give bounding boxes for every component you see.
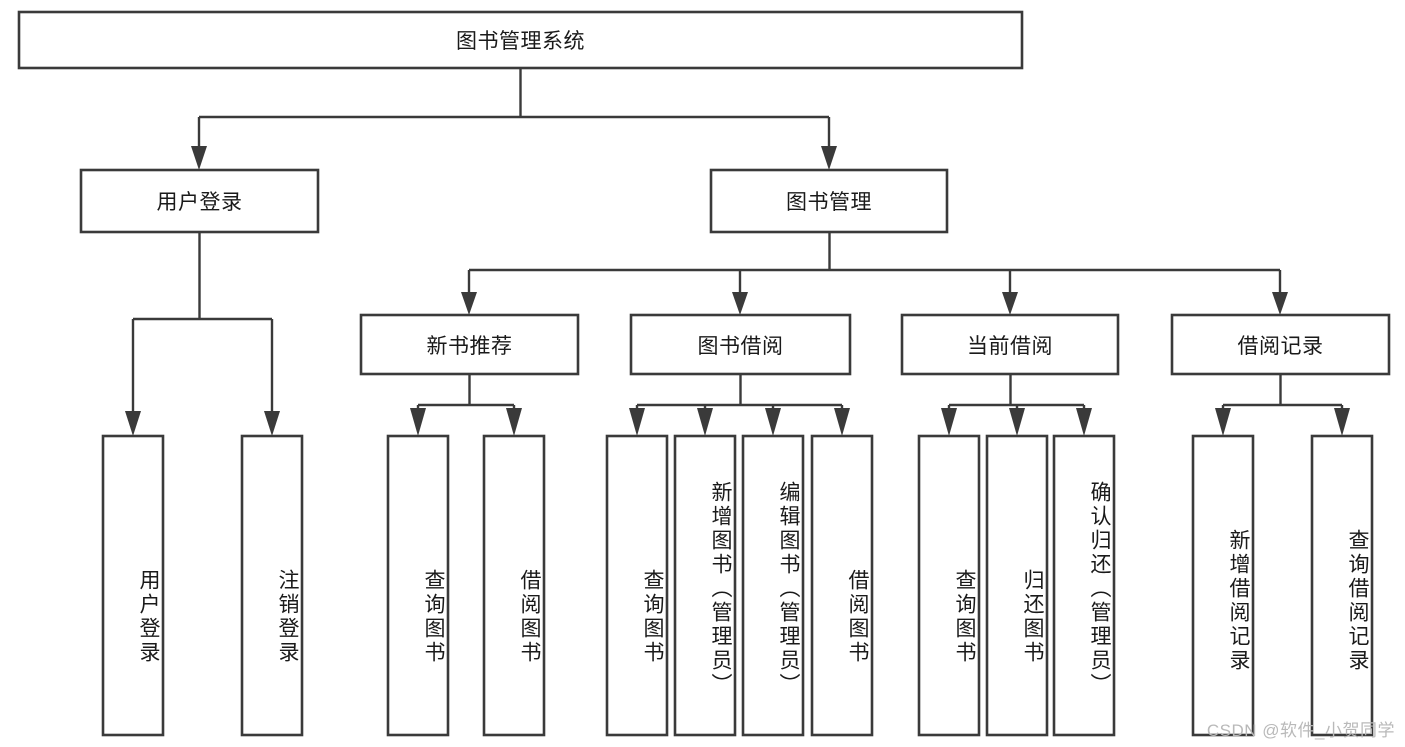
node-box-leaf-query-record[interactable] <box>1310 434 1374 737</box>
node-box-leaf-query-book-1[interactable] <box>386 434 450 737</box>
node-box-user-login[interactable] <box>79 168 320 234</box>
connector-group-userlogin-to-leaves <box>125 232 280 436</box>
connector-group-root-to-level2 <box>191 68 837 170</box>
node-box-leaf-return-book[interactable] <box>985 434 1049 737</box>
connector-group-borrow-to-leaves <box>629 374 850 436</box>
node-box-book-borrow[interactable] <box>629 313 852 376</box>
node-box-leaf-query-book-3[interactable] <box>917 434 981 737</box>
node-box-leaf-confirm-return[interactable] <box>1052 434 1116 737</box>
node-box-root[interactable] <box>17 10 1024 70</box>
node-box-book-management[interactable] <box>709 168 949 234</box>
node-box-leaf-user-login[interactable] <box>101 434 165 737</box>
node-box-borrow-record[interactable] <box>1170 313 1391 376</box>
node-box-current-borrow[interactable] <box>900 313 1120 376</box>
node-box-leaf-add-book[interactable] <box>673 434 737 737</box>
connector-group-record-to-leaves <box>1215 374 1350 436</box>
node-box-leaf-edit-book[interactable] <box>741 434 805 737</box>
node-box-leaf-add-record[interactable] <box>1191 434 1255 737</box>
node-box-new-book-recommend[interactable] <box>359 313 580 376</box>
node-box-leaf-query-book-2[interactable] <box>605 434 669 737</box>
node-box-leaf-borrow-book-1[interactable] <box>482 434 546 737</box>
node-box-leaf-logout[interactable] <box>240 434 304 737</box>
connector-group-current-to-leaves <box>941 374 1092 436</box>
connector-group-bookmgmt-to-level3 <box>461 232 1288 315</box>
connector-group-newbook-to-leaves <box>410 374 522 436</box>
node-box-leaf-borrow-book-2[interactable] <box>810 434 874 737</box>
